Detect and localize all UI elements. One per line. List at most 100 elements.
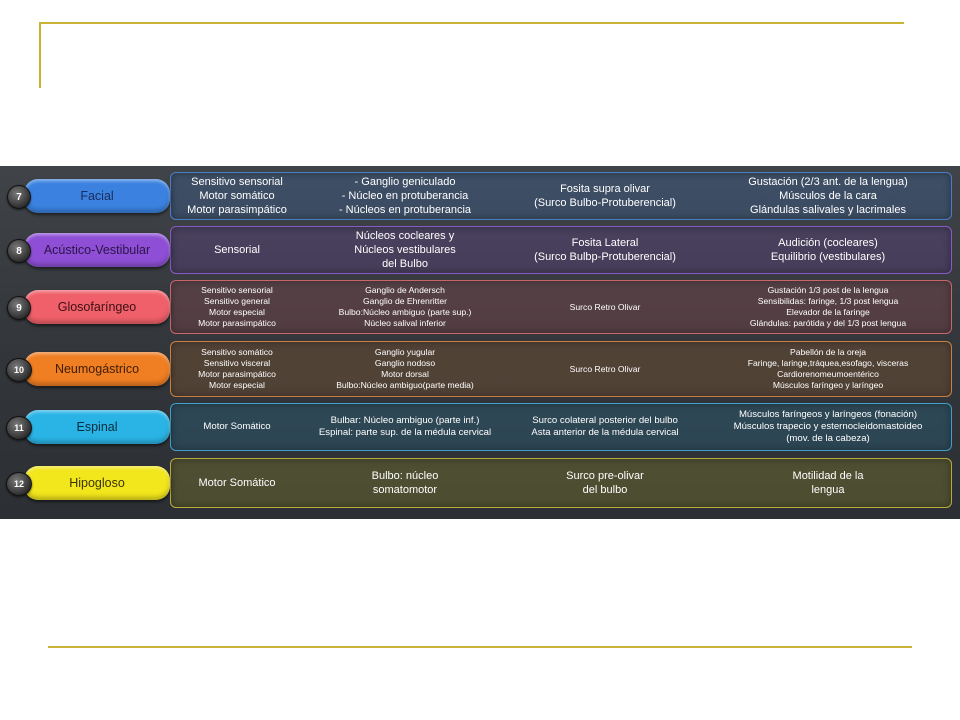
cell-line: - Núcleos en protuberancia: [338, 204, 472, 217]
cell-line: Bulbar: Núcleo ambiguo (parte inf.): [330, 414, 480, 426]
cell-line: Glándulas salivales y lacrimales: [750, 204, 906, 217]
function-cell: Motor Somático: [178, 403, 296, 451]
cell-line: Bulbo: núcleo: [371, 469, 439, 482]
cell-line: del bulbo: [582, 484, 628, 496]
origin-cell: Fosita supra olivar (Surco Bulbo-Protuber…: [510, 172, 700, 220]
cell-line: Motor Somático: [203, 420, 271, 432]
cell-line: Sensitivo somático: [201, 347, 273, 357]
cell-line: Surco Retro Olivar: [569, 301, 641, 312]
nucleus-cell: Bulbo: núcleo somatomotor: [305, 458, 505, 508]
cell-line: Surco pre-olivar: [566, 469, 644, 482]
nerve-number-badge: 8: [7, 239, 31, 263]
cell-line: Motor Somático: [198, 476, 276, 489]
cell-line: Elevador de la faringe: [786, 307, 870, 317]
cell-line: Asta anterior de la médula cervical: [531, 427, 679, 438]
nerve-number-badge: 10: [6, 358, 32, 382]
nerve-name-pill: Facial: [24, 179, 170, 213]
cell-line: Motilidad de la: [792, 469, 864, 482]
nerve-number-badge: 9: [7, 296, 31, 320]
nerve-number-badge: 12: [6, 472, 32, 496]
cell-line: somatomotor: [372, 484, 438, 496]
cell-line: Motor parasimpático: [198, 369, 276, 379]
cell-line: Sensibilidas: faringe, 1/3 post lengua: [757, 296, 899, 306]
row-panel: [170, 226, 952, 274]
row-panel: [170, 172, 952, 220]
distribution-cell: Audición (cocleares)Equilibrio (vestibul…: [712, 226, 944, 274]
nucleus-cell: Bulbar: Núcleo ambiguo (parte inf.)Espin…: [305, 403, 505, 451]
origin-cell: Fosita Lateral (Surco Bulbp-Protuberencia…: [510, 226, 700, 274]
cell-line: Fosita supra olivar: [560, 182, 650, 195]
cell-line: Bulbo:Núcleo ambiguo(parte media): [336, 380, 474, 390]
cell-line: Sensitivo visceral: [203, 358, 271, 368]
cell-line: Gustación 1/3 post de la lengua: [767, 285, 889, 295]
cell-line: Ganglio yugular: [374, 347, 436, 357]
cell-line: Audición (cocleares): [778, 236, 878, 249]
cell-line: Núcleos cocleares y: [355, 229, 455, 242]
function-cell: Motor Somático: [178, 458, 296, 508]
origin-cell: Surco pre-olivar del bulbo: [510, 458, 700, 508]
cell-line: Sensorial: [214, 243, 260, 256]
function-cell: Sensorial: [178, 226, 296, 274]
distribution-cell: Músculos faríngeos y laríngeos (fonación…: [712, 403, 944, 451]
cell-line: Pabellón de la oreja: [790, 347, 866, 357]
cell-line: Espinal: parte sup. de la médula cervica…: [318, 427, 492, 438]
cell-line: Sensitivo sensorial: [191, 175, 283, 188]
cell-line: Fosita Lateral: [571, 236, 639, 249]
cell-line: Músculos trapecio y esternocleidomastoid…: [733, 420, 923, 432]
row-panel: [170, 458, 952, 508]
cell-line: Glándulas: parótida y del 1/3 post lengu…: [749, 318, 907, 328]
cell-line: (Surco Bulbp-Protuberencial): [534, 251, 676, 263]
nerve-number-badge: 7: [7, 185, 31, 209]
cell-line: Motor especial: [209, 307, 265, 317]
cell-line: (Surco Bulbo-Protuberencial): [534, 197, 676, 209]
cell-line: Músculos faríngeo y laríngeo: [772, 380, 884, 390]
cell-line: Motor somático: [199, 189, 275, 202]
cell-line: - Núcleo en protuberancia: [341, 189, 469, 202]
row-panel: [170, 341, 952, 397]
cell-line: lengua: [811, 484, 845, 496]
distribution-cell: Gustación (2/3 ant. de la lengua)Músculo…: [712, 172, 944, 220]
cell-line: Surco colateral posterior del bulbo: [532, 414, 678, 426]
cell-line: Motor parasimpático: [187, 204, 287, 217]
cell-line: Sensitivo general: [204, 296, 270, 306]
cell-line: Ganglio nodoso: [374, 358, 436, 368]
nerve-number-badge: 11: [6, 416, 32, 440]
cell-line: Surco Retro Olivar: [569, 363, 641, 374]
cell-line: Faringe, laringe,tráquea,esofago, viscer…: [747, 358, 909, 368]
cell-line: Motor parasimpático: [198, 318, 276, 328]
origin-cell: Surco Retro Olivar: [510, 341, 700, 397]
bottom-decorative-line: [48, 646, 912, 648]
origin-cell: Surco Retro Olivar: [510, 280, 700, 334]
cell-line: Ganglio de Ehrenritter: [362, 296, 448, 306]
cell-line: Motor dorsal: [381, 369, 429, 379]
row-panel: [170, 280, 952, 334]
cell-line: Sensitivo sensorial: [201, 285, 273, 295]
cell-line: Motor especial: [209, 380, 265, 390]
cell-line: Músculos de la cara: [779, 189, 877, 202]
left-decorative-line: [39, 22, 41, 88]
cell-line: Ganglio de Andersch: [365, 285, 445, 295]
nucleus-cell: - Ganglio geniculado- Núcleo en protuber…: [305, 172, 505, 220]
cell-line: Gustación (2/3 ant. de la lengua): [748, 175, 908, 188]
nerve-name-pill: Glosofaríngeo: [24, 290, 170, 324]
cell-line: Bulbo:Núcleo ambiguo (parte sup.): [338, 307, 472, 317]
cell-line: (mov. de la cabeza): [786, 433, 870, 445]
nerve-name-pill: Acústico-Vestibular: [24, 233, 170, 267]
row-panel: [170, 403, 952, 451]
distribution-cell: Motilidad de la lengua: [712, 458, 944, 508]
